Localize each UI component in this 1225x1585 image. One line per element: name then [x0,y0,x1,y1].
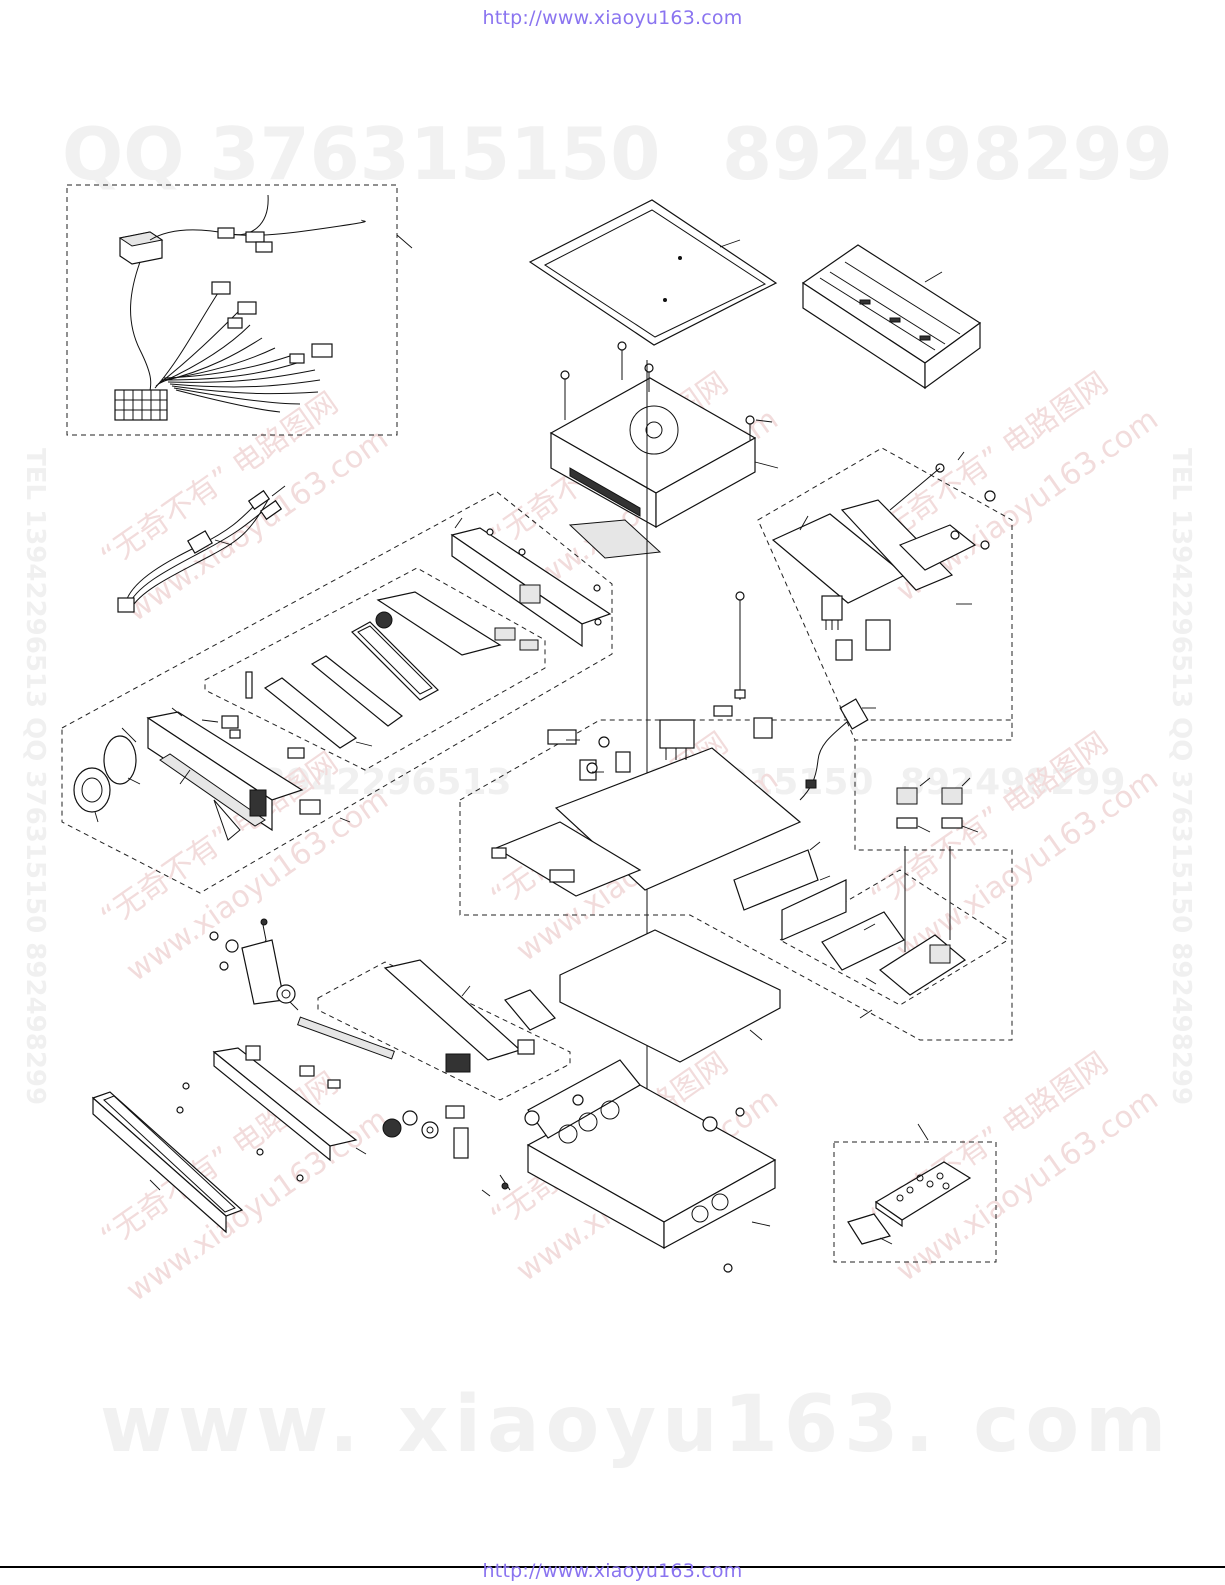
watermark-bottom-url: www. xiaoyu163. com [100,1380,1173,1470]
wiring-harness-group [66,184,413,436]
gear-mechanism [382,1105,511,1197]
header-url-link[interactable]: http://www.xiaoyu163.com [482,7,743,29]
main-chassis [524,1059,777,1273]
remote-control-group [833,1123,997,1263]
watermark-qq-right: 892498299 [722,112,1173,196]
harness-wires [154,289,321,413]
remote-control [874,1161,972,1228]
harness-leader [396,234,413,249]
harness-connector [114,389,168,421]
footer-url-link[interactable]: http://www.xiaoyu163.com [482,1560,743,1582]
front-bezel [91,1091,244,1234]
insulator-sheet [559,929,781,1063]
volume-knob [73,735,137,813]
fuse-box [118,231,164,265]
front-chassis-plate [176,1016,395,1182]
footer-rule [0,1566,1225,1568]
watermark-mid-qq2: 892498299 [900,762,1126,803]
eject-mechanism-parts [209,918,299,1011]
rca-cable [117,485,286,613]
main-pcb-group [459,591,1013,1041]
sub-board-group [317,959,571,1101]
small-ic-parts [896,777,979,952]
front-panel-assembly [61,491,613,894]
mounting-sleeve [801,244,982,390]
top-cover-plate [528,199,778,346]
rear-bracket-group [757,447,1013,741]
watermark-qq-left: QQ 376315150 [62,112,661,196]
mech-screws [560,341,773,440]
display-board-group [733,841,1009,1019]
cd-mechanism [549,341,779,559]
harness-dashed-box [66,184,398,436]
